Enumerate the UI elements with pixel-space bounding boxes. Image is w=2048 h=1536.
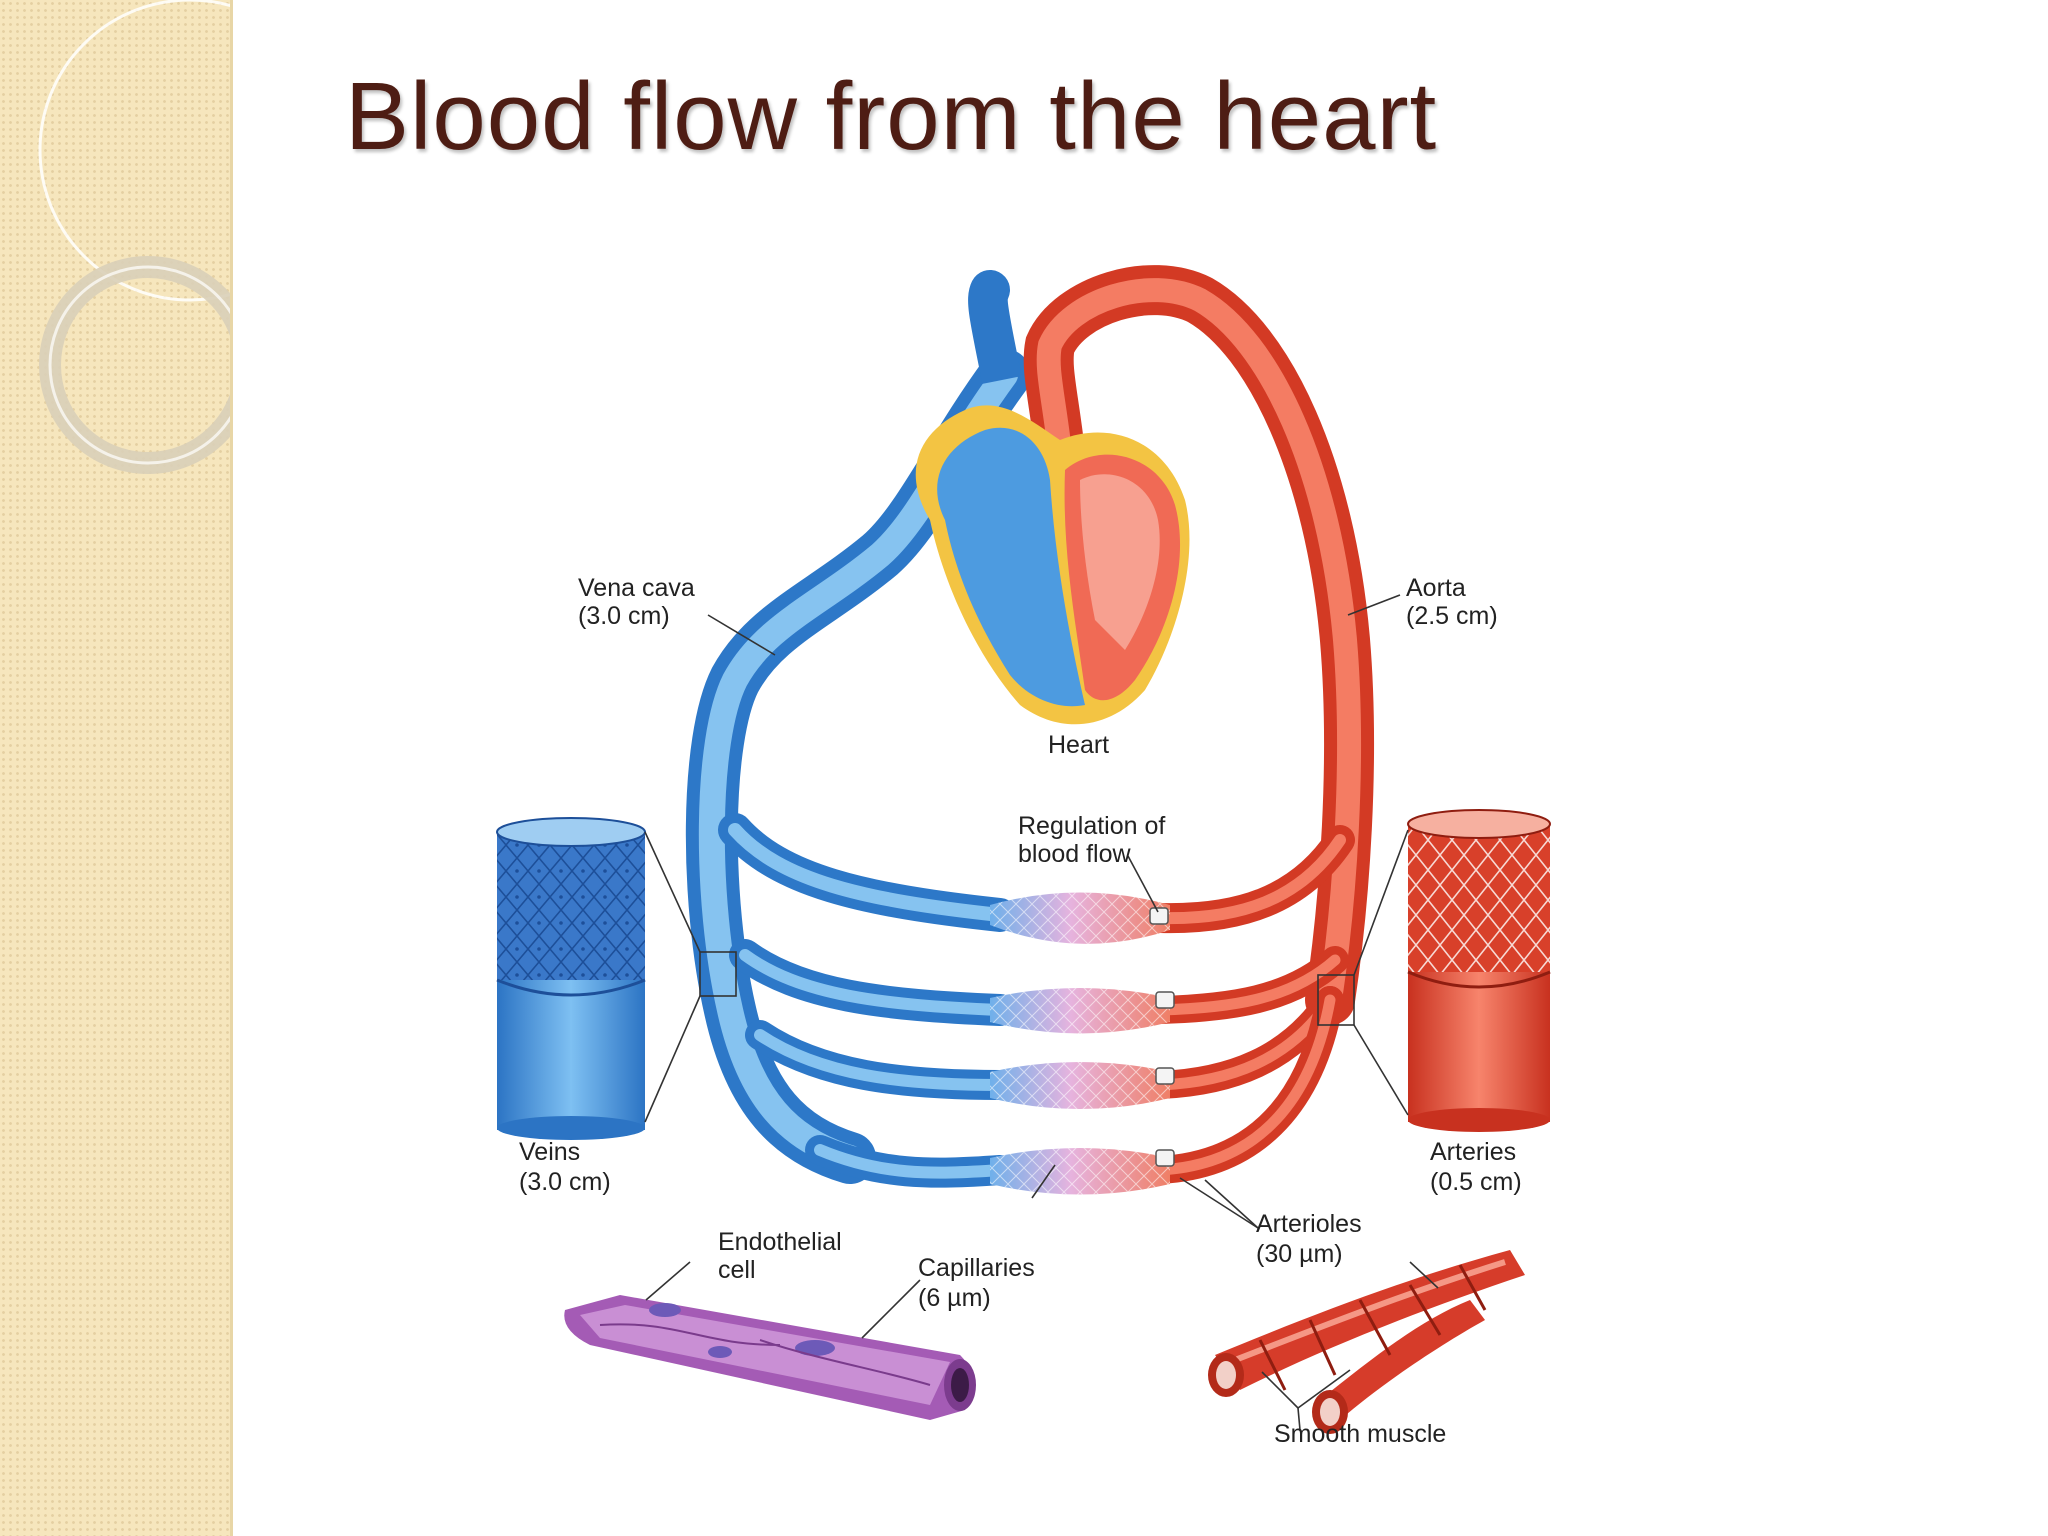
arterioles-size: (30 µm) — [1256, 1240, 1343, 1268]
capillary-bed-2 — [990, 988, 1170, 1034]
endothelial-label-line1: Endothelial — [718, 1228, 842, 1256]
capillary-bed-4 — [990, 1148, 1170, 1195]
heart — [915, 405, 1190, 725]
capillary-illustration — [564, 1295, 976, 1420]
heart-label: Heart — [1048, 731, 1109, 759]
capillary-bed-1 — [990, 892, 1170, 944]
arteries-label: Arteries — [1430, 1138, 1516, 1166]
veins-label: Veins — [519, 1138, 580, 1166]
vena-cava-size: (3.0 cm) — [578, 602, 670, 630]
capillary-beds — [990, 892, 1170, 1195]
veins-size: (3.0 cm) — [519, 1168, 611, 1196]
capillary-bed-3 — [990, 1062, 1170, 1109]
aorta-label: Aorta — [1406, 574, 1466, 602]
aorta-size: (2.5 cm) — [1406, 602, 1498, 630]
vein-illustration — [496, 817, 737, 1140]
labels: Vena cava (3.0 cm) Aorta (2.5 cm) Heart … — [519, 574, 1522, 1448]
capillaries-size: (6 µm) — [918, 1284, 991, 1312]
arteriole-illustration — [1208, 1250, 1525, 1434]
regulation-label-line1: Regulation of — [1018, 812, 1165, 840]
capillaries-label: Capillaries — [918, 1254, 1035, 1282]
sidebar-decoration — [0, 0, 233, 1536]
arterioles-label: Arterioles — [1256, 1210, 1362, 1238]
artery-illustration — [1317, 809, 1551, 1132]
venous-vessels — [685, 270, 1031, 1188]
decorative-rings — [38, 0, 230, 474]
vena-cava-label: Vena cava — [578, 574, 695, 602]
slide-title: Blood flow from the heart — [345, 63, 1438, 170]
leader-lines — [645, 594, 1439, 1431]
precapillary-sphincters — [1149, 907, 1175, 1167]
smooth-muscle-label: Smooth muscle — [1274, 1420, 1446, 1448]
endothelial-label-line2: cell — [718, 1256, 756, 1284]
arteries-size: (0.5 cm) — [1430, 1168, 1522, 1196]
arterial-vessels — [1023, 265, 1375, 1184]
regulation-label-line2: blood flow — [1018, 840, 1132, 868]
